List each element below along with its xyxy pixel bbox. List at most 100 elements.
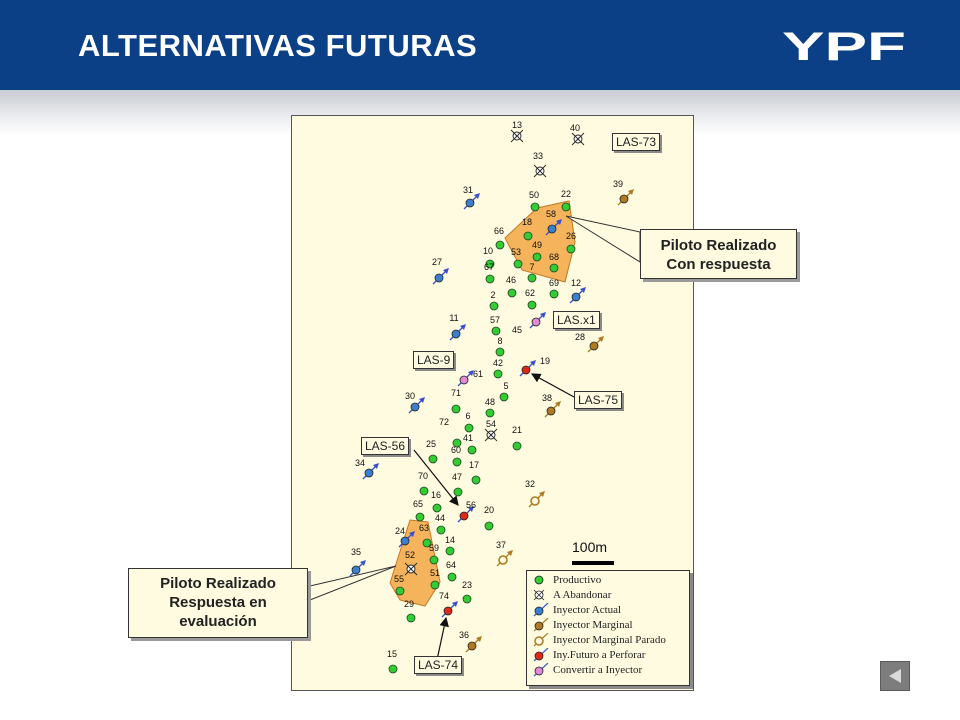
legend-label: Inyector Marginal Parado — [553, 634, 666, 646]
well-36: 36 — [459, 630, 482, 653]
marginal-injector-icon — [467, 641, 477, 651]
top-callout-leader — [565, 215, 641, 263]
legend-item-future: Iny.Futuro a Perforar — [531, 648, 687, 662]
well-label: 65 — [413, 499, 423, 509]
well-label: 39 — [613, 179, 623, 189]
bottom-pilot-callout: Piloto Realizado Respuesta en evaluación — [128, 568, 308, 638]
legend-item-stopped: Inyector Marginal Parado — [531, 633, 687, 647]
productive-well-icon — [447, 572, 457, 582]
injector-icon — [547, 224, 557, 234]
well-68: 68 — [549, 252, 559, 273]
well-16: 16 — [431, 490, 442, 513]
injector-icon — [465, 198, 475, 208]
well-label: 71 — [451, 388, 461, 398]
productive-well-icon — [452, 457, 462, 467]
well-25: 25 — [426, 439, 438, 464]
legend-item-abandon: A Abandonar — [531, 588, 687, 602]
well-label: 53 — [511, 247, 521, 257]
well-27: 27 — [432, 257, 449, 285]
arrow-head-icon — [443, 268, 449, 274]
well-label: 2 — [490, 290, 495, 300]
productive-well-icon — [523, 231, 533, 241]
well-label: 7 — [529, 262, 534, 272]
well-label: 50 — [529, 190, 539, 200]
well-48: 48 — [485, 397, 495, 418]
well-label: 59 — [429, 543, 439, 553]
well-60: 60 — [451, 445, 462, 467]
previous-slide-button[interactable] — [880, 661, 910, 691]
well-46: 46 — [506, 275, 517, 298]
productive-well-icon — [491, 326, 501, 336]
well-label: 63 — [419, 523, 429, 533]
well-label: 55 — [394, 574, 404, 584]
well-13: 13 — [510, 120, 524, 143]
productive-well-icon — [415, 512, 425, 522]
productive-well-icon — [406, 613, 416, 623]
arrow-head-icon — [556, 219, 562, 225]
legend-item-injector: Inyector Actual — [531, 603, 687, 617]
productive-well-icon — [422, 538, 432, 548]
well-label: 33 — [533, 151, 543, 161]
convert-injector-icon — [459, 375, 469, 385]
arrow-head-icon — [419, 397, 425, 403]
cross-line — [510, 129, 524, 143]
well-label: 5 — [503, 381, 508, 391]
marginal-injector-icon — [533, 618, 549, 632]
legend-item-marginal: Inyector Marginal — [531, 618, 687, 632]
well-21: 21 — [512, 425, 522, 451]
productive-well-icon — [467, 445, 477, 455]
well-29: 29 — [404, 599, 416, 623]
productive-well-icon — [512, 441, 522, 451]
bottom-callout-leader — [309, 565, 397, 601]
well-35: 35 — [349, 547, 366, 577]
productive-well-icon — [388, 664, 398, 674]
logo-text: YPF — [782, 26, 906, 66]
well-45: 45 — [512, 312, 546, 335]
future-injector-icon — [521, 365, 531, 375]
well-label: 62 — [525, 288, 535, 298]
well-label: 12 — [571, 278, 581, 288]
well-label: 51 — [430, 568, 440, 578]
arrow-head-icon — [409, 531, 415, 537]
well-58: 58 — [545, 209, 562, 236]
arrow-head-icon — [628, 189, 634, 195]
well-32: 32 — [525, 479, 545, 508]
tag-las9: LAS-9 — [413, 351, 455, 369]
arrow-head-icon — [460, 324, 466, 330]
well-label: 10 — [483, 246, 493, 256]
injector-icon — [451, 329, 461, 339]
tag-lasx1: LAS.x1 — [553, 311, 600, 329]
well-label: 19 — [540, 356, 550, 366]
productive-well-icon — [453, 487, 463, 497]
legend-item-convert: Convertir a Inyector — [531, 663, 687, 677]
well-59: 59 — [429, 543, 439, 565]
well-label: 28 — [575, 332, 585, 342]
well-label: 20 — [484, 505, 494, 515]
tag-las73: LAS-73 — [612, 133, 661, 151]
well-8: 8 — [495, 336, 505, 357]
well-20: 20 — [484, 505, 494, 531]
well-33: 33 — [533, 151, 547, 178]
abandon-well-icon — [533, 589, 545, 601]
well-57: 57 — [490, 315, 501, 336]
well-label: 32 — [525, 479, 535, 489]
productive-well-icon — [530, 202, 540, 212]
well-40: 40 — [570, 123, 585, 146]
well-62: 62 — [525, 288, 537, 310]
productive-well-icon — [489, 301, 499, 311]
well-label: 60 — [451, 445, 461, 455]
well-52: 52 — [404, 550, 418, 576]
arrow-head-icon — [452, 601, 458, 607]
injector-icon — [434, 273, 444, 283]
well-71: 71 — [451, 388, 461, 414]
well-label: 14 — [445, 535, 455, 545]
well-55: 55 — [394, 574, 405, 596]
page-title: ALTERNATIVAS FUTURAS — [78, 28, 478, 63]
well-49: 49 — [532, 240, 542, 262]
productive-well-icon — [499, 392, 509, 402]
well-label: 17 — [469, 460, 479, 470]
well-label: 42 — [493, 358, 503, 368]
well-label: 41 — [463, 433, 473, 443]
injector-icon — [410, 402, 420, 412]
productive-well-icon — [428, 454, 438, 464]
